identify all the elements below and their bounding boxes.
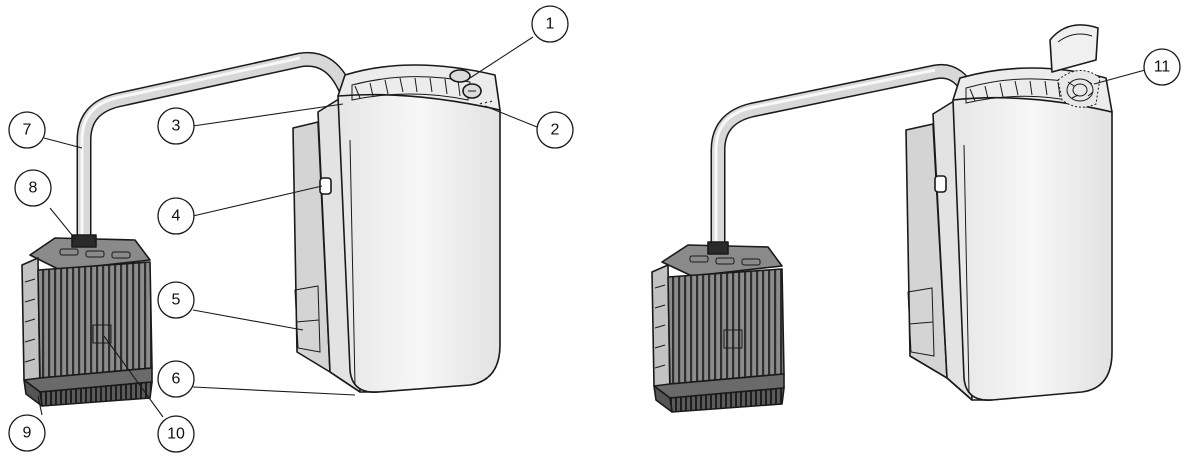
callout-3: 3 <box>157 107 195 145</box>
svg-text:10: 10 <box>167 426 185 443</box>
callout-10: 10 <box>157 415 195 453</box>
svg-text:8: 8 <box>29 180 38 197</box>
right-main-unit <box>905 24 1113 401</box>
callout-2: 2 <box>536 111 574 149</box>
svg-text:2: 2 <box>551 122 560 139</box>
callout-8: 8 <box>14 169 52 207</box>
right-outdoor-unit <box>651 241 785 413</box>
svg-text:5: 5 <box>172 292 181 309</box>
svg-text:1: 1 <box>546 16 555 33</box>
left-assembly <box>21 36 538 418</box>
callout-4: 4 <box>157 197 195 235</box>
svg-text:7: 7 <box>23 122 32 139</box>
callout-6: 6 <box>157 360 195 398</box>
svg-text:11: 11 <box>1154 59 1171 76</box>
left-leader-lines <box>37 36 538 418</box>
right-leader-lines <box>1093 69 1146 85</box>
callout-9: 9 <box>8 414 46 452</box>
reservoir-detail <box>1057 70 1101 108</box>
left-main-unit <box>292 64 501 393</box>
svg-text:6: 6 <box>172 371 181 388</box>
callout-5: 5 <box>157 281 195 319</box>
left-outdoor-unit <box>21 234 153 407</box>
left-hose <box>76 51 353 253</box>
svg-text:3: 3 <box>172 118 181 135</box>
right-assembly <box>651 24 1146 413</box>
callout-11: 11 <box>1143 48 1181 86</box>
svg-text:9: 9 <box>23 425 32 442</box>
callout-1: 1 <box>531 5 569 43</box>
callout-7: 7 <box>8 111 46 149</box>
svg-text:4: 4 <box>172 208 181 225</box>
